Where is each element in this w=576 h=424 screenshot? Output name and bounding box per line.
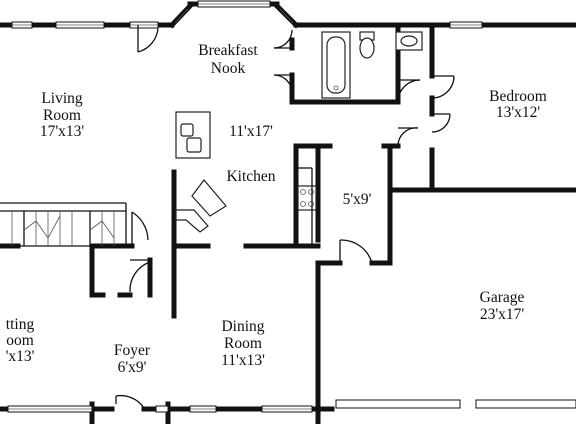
staircase xyxy=(0,202,127,247)
dining-room-size: 11'x13' xyxy=(221,352,265,369)
laundry-size: 5'x9' xyxy=(343,191,372,208)
sitting-room-name-line1: tting xyxy=(6,316,35,333)
breakfast-nook-name-line1: Breakfast xyxy=(198,42,258,59)
doors xyxy=(115,25,455,409)
windows xyxy=(7,0,576,413)
living-room-name-line2: Room xyxy=(43,107,81,124)
dining-room-name-line1: Dining xyxy=(221,318,264,335)
garage-name: Garage xyxy=(480,289,525,306)
garage-size: 23'x17' xyxy=(480,306,525,323)
breakfast-nook-name-line2: Nook xyxy=(211,60,246,77)
sitting-room-name-line2: oom xyxy=(6,332,34,349)
bathroom-fixtures xyxy=(321,31,423,99)
room-labels: Breakfast Nook Living Room 17'x13' Bedro… xyxy=(6,42,547,376)
foyer-name: Foyer xyxy=(114,342,151,359)
kitchen-size: 11'x17' xyxy=(229,123,273,140)
sitting-room-size: 'x13' xyxy=(6,348,35,365)
bedroom-size: 13'x12' xyxy=(496,104,541,121)
dining-room-name-line2: Room xyxy=(224,335,262,352)
living-room-name-line1: Living xyxy=(41,90,83,107)
foyer-size: 6'x9' xyxy=(118,359,147,376)
living-room-size: 17'x13' xyxy=(40,123,85,140)
kitchen-fixtures xyxy=(175,111,317,246)
kitchen-name: Kitchen xyxy=(226,168,275,185)
bedroom-name: Bedroom xyxy=(489,88,547,105)
